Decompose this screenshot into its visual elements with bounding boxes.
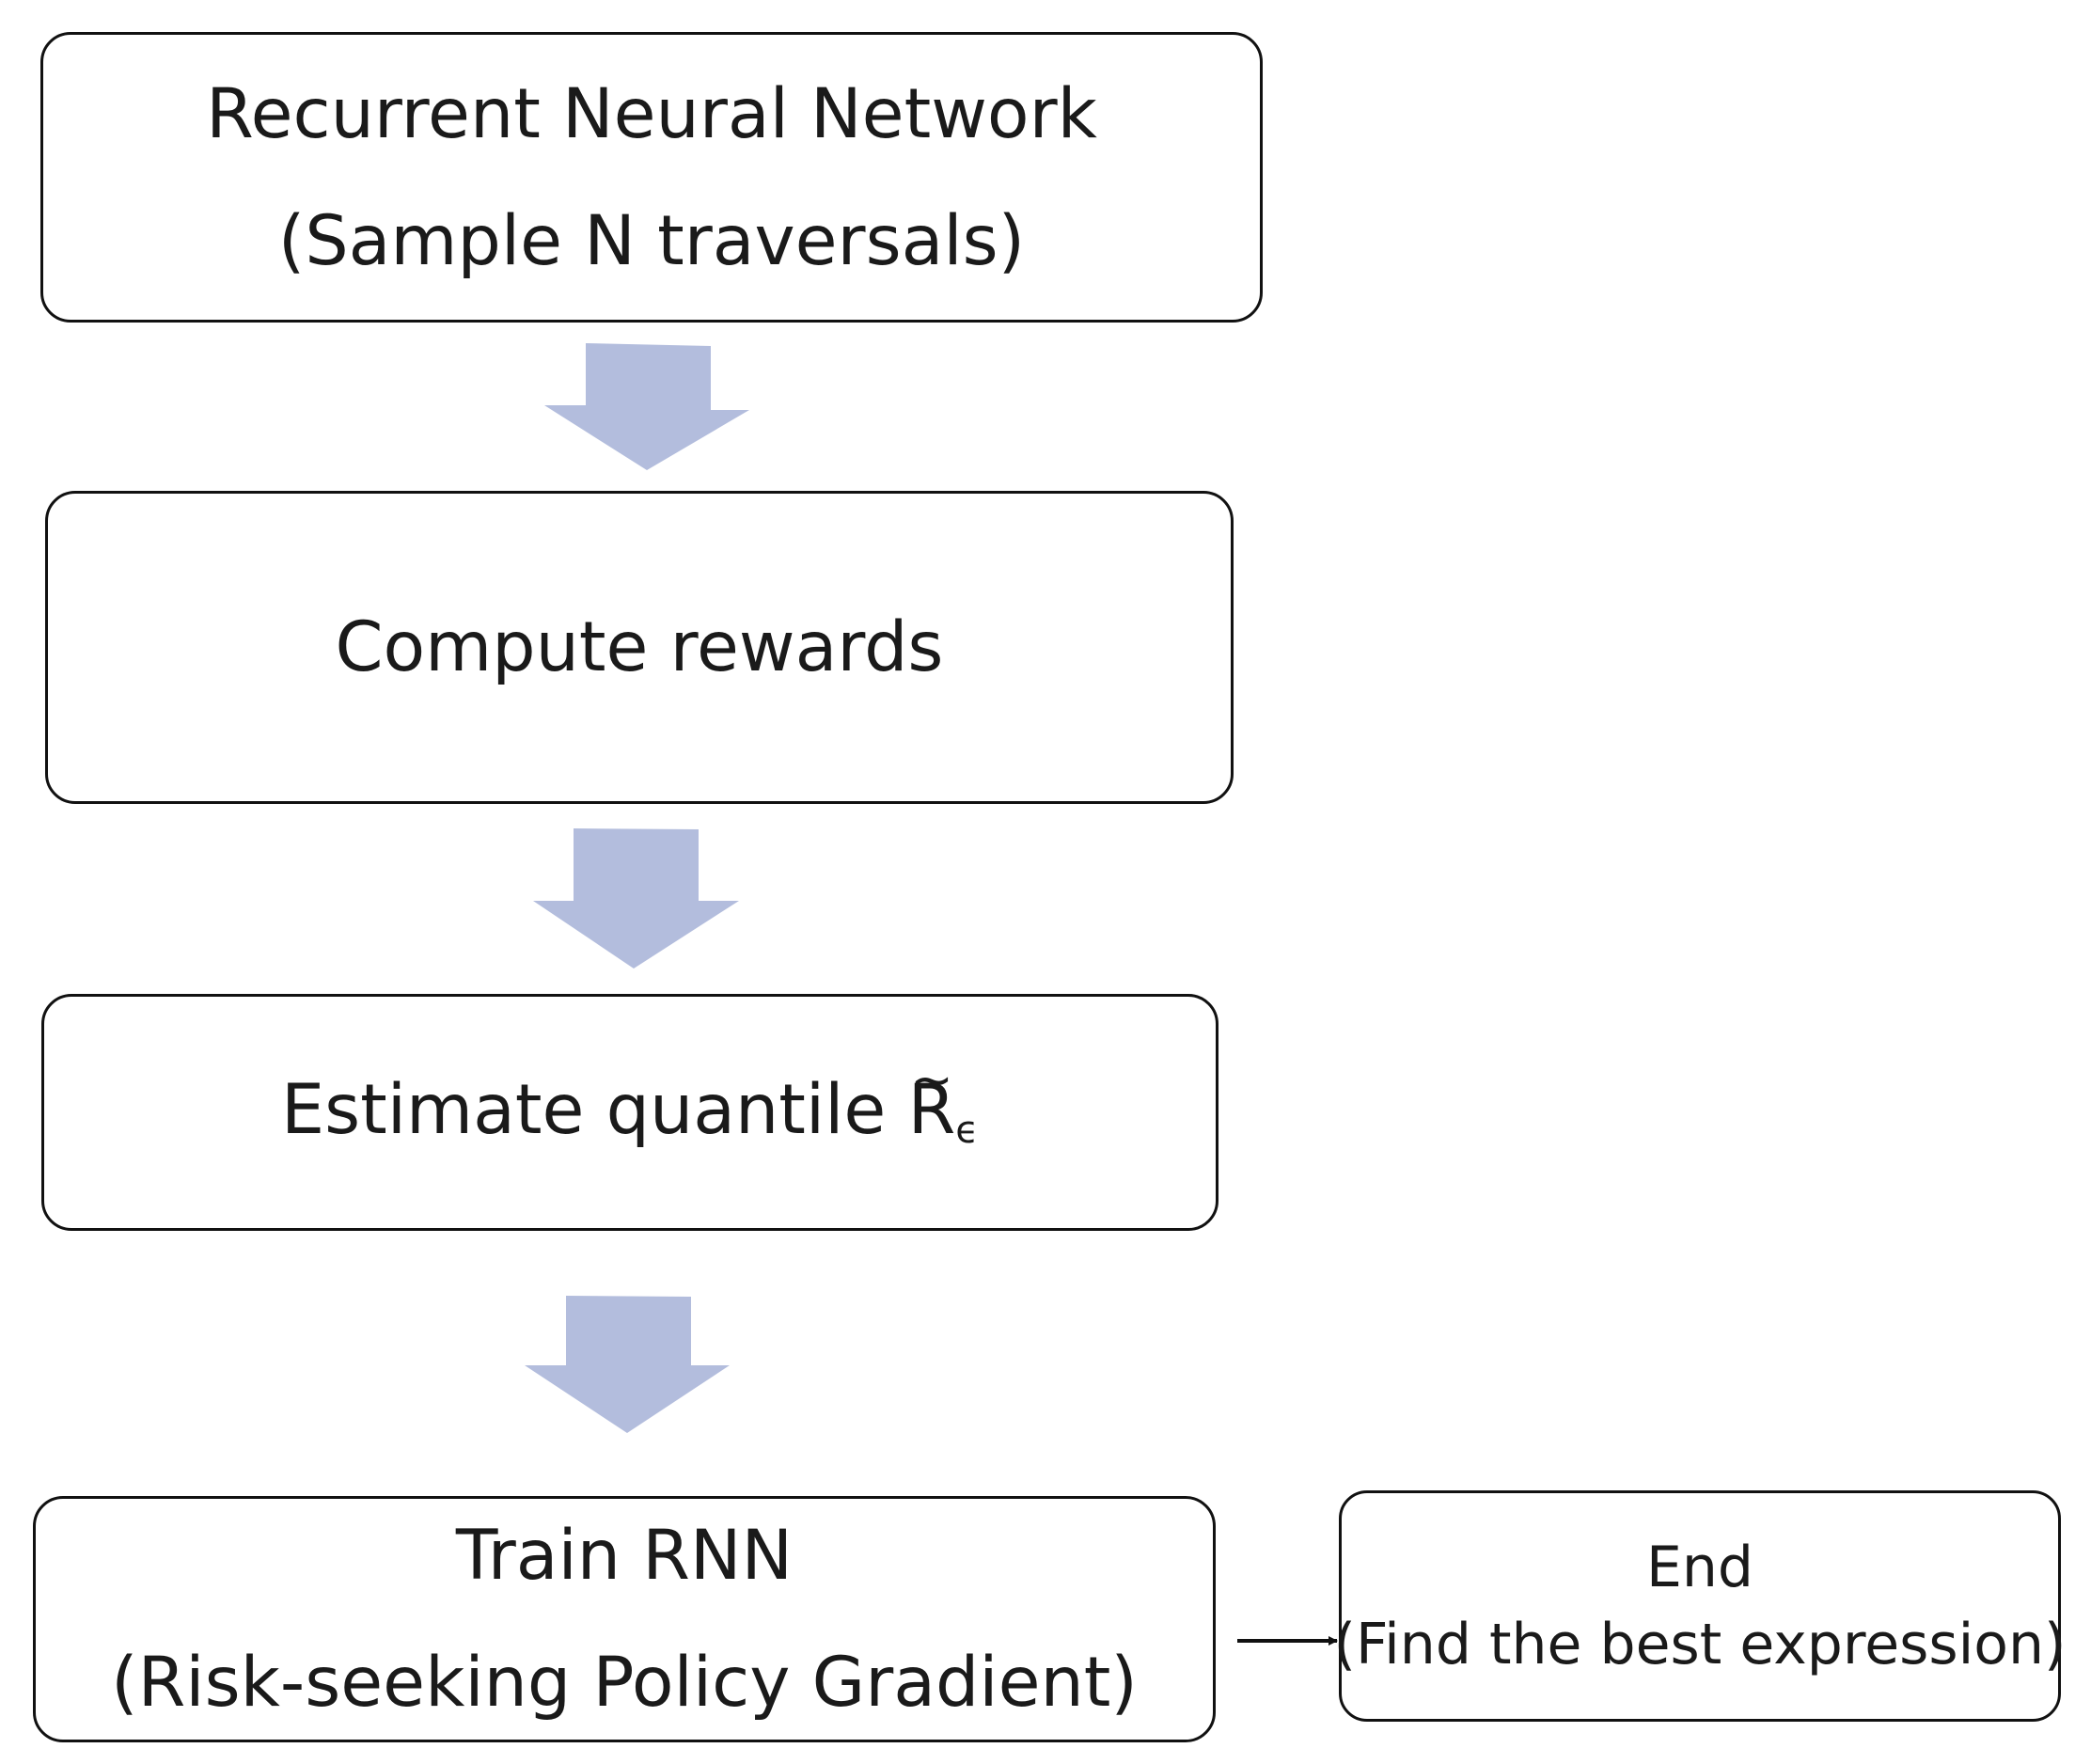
- quantile-symbol: ~R: [908, 1054, 956, 1144]
- train-title: Train RNN: [455, 1516, 794, 1596]
- quantile-r: R: [907, 1069, 956, 1150]
- train-subtitle: (Risk-seeking Policy Gradient): [111, 1643, 1138, 1723]
- rnn-title: Recurrent Neural Network: [206, 73, 1097, 154]
- quantile-label: Estimate quantile ~Rϵ: [281, 1054, 979, 1152]
- quantile-subscript: ϵ: [955, 1108, 979, 1152]
- rnn-subtitle: (Sample N traversals): [277, 200, 1026, 281]
- box-train-rnn: Train RNN (Risk-seeking Policy Gradient): [33, 1496, 1216, 1742]
- down-arrow-1: [544, 343, 749, 470]
- down-arrow-2: [533, 828, 739, 969]
- box-compute-rewards: Compute rewards: [45, 491, 1234, 804]
- down-arrow-3: [525, 1296, 730, 1433]
- box-end: End (Find the best expression): [1334, 1490, 2066, 1722]
- end-title: End: [1645, 1535, 1754, 1600]
- quantile-tilde: ~: [909, 1048, 953, 1110]
- box-estimate-quantile: Estimate quantile ~Rϵ: [41, 994, 1218, 1231]
- rewards-label: Compute rewards: [335, 607, 944, 687]
- end-subtitle: (Find the best expression): [1333, 1612, 2067, 1677]
- quantile-text: Estimate quantile: [281, 1069, 908, 1150]
- box-recurrent-neural-network: Recurrent Neural Network (Sample N trave…: [40, 32, 1263, 323]
